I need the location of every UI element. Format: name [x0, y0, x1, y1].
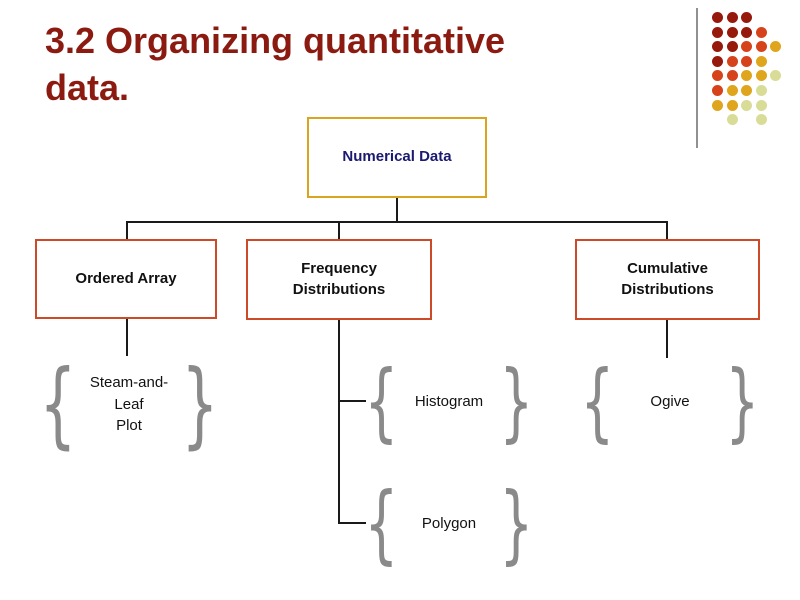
- left-brace-icon: {: [364, 351, 399, 452]
- decoration-dot: [712, 99, 723, 111]
- decoration-dot: [712, 26, 723, 38]
- connector-root-down: [396, 198, 398, 222]
- leaf-group-steam-and-leaf-plot: { Steam-and-Leaf Plot }: [28, 356, 230, 453]
- decoration-dot: [726, 85, 738, 96]
- decoration-dot: [741, 26, 753, 38]
- decoration-dot: [770, 41, 782, 53]
- left-brace-icon: {: [364, 473, 399, 574]
- decoration-dot: [741, 41, 753, 53]
- decoration-dot: [726, 41, 738, 53]
- leaf-group-polygon: { Polygon }: [354, 473, 544, 574]
- connector-horizontal-main: [126, 221, 668, 223]
- connector-cumulative-to-leaf: [666, 320, 668, 358]
- decoration-dot: [741, 99, 753, 111]
- decoration-dot: [712, 70, 723, 82]
- root-box-numerical-data: Numerical Data: [307, 117, 487, 198]
- decoration-dot: [712, 41, 723, 53]
- leaf-group-ogive: { Ogive }: [570, 351, 770, 452]
- dot-grid: [712, 12, 797, 142]
- decoration-dot: [741, 12, 753, 23]
- decoration-dot: [726, 12, 738, 23]
- decoration-dot: [755, 41, 767, 53]
- decoration-dot: [755, 70, 767, 82]
- decoration-dot: [755, 114, 767, 126]
- decoration-vertical-rule: [696, 8, 698, 148]
- left-brace-icon: {: [39, 350, 77, 459]
- connector-ordered-to-leaf: [126, 319, 128, 356]
- branch-box-frequency-distributions: Frequency Distributions: [246, 239, 432, 320]
- connector-ordered-top: [126, 221, 128, 239]
- right-brace-icon: }: [499, 473, 534, 574]
- branch-box-label: Ordered Array: [75, 269, 177, 287]
- decoration-dot: [741, 70, 753, 82]
- connector-to-polygon: [338, 522, 366, 524]
- branch-box-label: Cumulative Distributions: [621, 260, 714, 298]
- decoration-dot: [755, 85, 767, 96]
- decoration-dot: [726, 114, 738, 126]
- decoration-dot: [770, 70, 782, 82]
- connector-to-histogram: [338, 400, 366, 402]
- leaf-group-histogram: { Histogram }: [354, 351, 544, 452]
- leaf-label-steam-and-leaf-plot: Steam-and-Leaf Plot: [89, 373, 169, 435]
- decoration-dot: [755, 55, 767, 67]
- left-brace-icon: {: [580, 351, 615, 452]
- decoration-dot: [741, 85, 753, 96]
- leaf-label-polygon: Polygon: [421, 514, 477, 532]
- decoration-dot: [726, 26, 738, 38]
- leaf-label-histogram: Histogram: [414, 392, 484, 410]
- connector-frequency-trunk: [338, 320, 340, 523]
- decoration-dot: [755, 26, 767, 38]
- branch-box-label: Frequency Distributions: [292, 260, 386, 298]
- decoration-dot: [726, 70, 738, 82]
- decoration-dot: [712, 12, 723, 23]
- right-brace-icon: }: [181, 350, 219, 459]
- decoration-dot: [726, 55, 738, 67]
- connector-frequency-top: [338, 221, 340, 239]
- slide-title: 3.2 Organizing quantitative data.: [45, 20, 506, 108]
- branch-box-cumulative-distributions: Cumulative Distributions: [575, 239, 760, 320]
- decoration-dot: [741, 55, 753, 67]
- connector-cumulative-top: [666, 221, 668, 239]
- decoration-dot: [755, 99, 767, 111]
- branch-box-ordered-array: Ordered Array: [35, 239, 217, 319]
- leaf-label-ogive: Ogive: [650, 392, 690, 410]
- right-brace-icon: }: [725, 351, 760, 452]
- right-brace-icon: }: [499, 351, 534, 452]
- decoration-dot: [726, 99, 738, 111]
- decoration-dot: [712, 85, 723, 96]
- decoration-dot: [712, 55, 723, 67]
- root-box-label: Numerical Data: [342, 148, 452, 166]
